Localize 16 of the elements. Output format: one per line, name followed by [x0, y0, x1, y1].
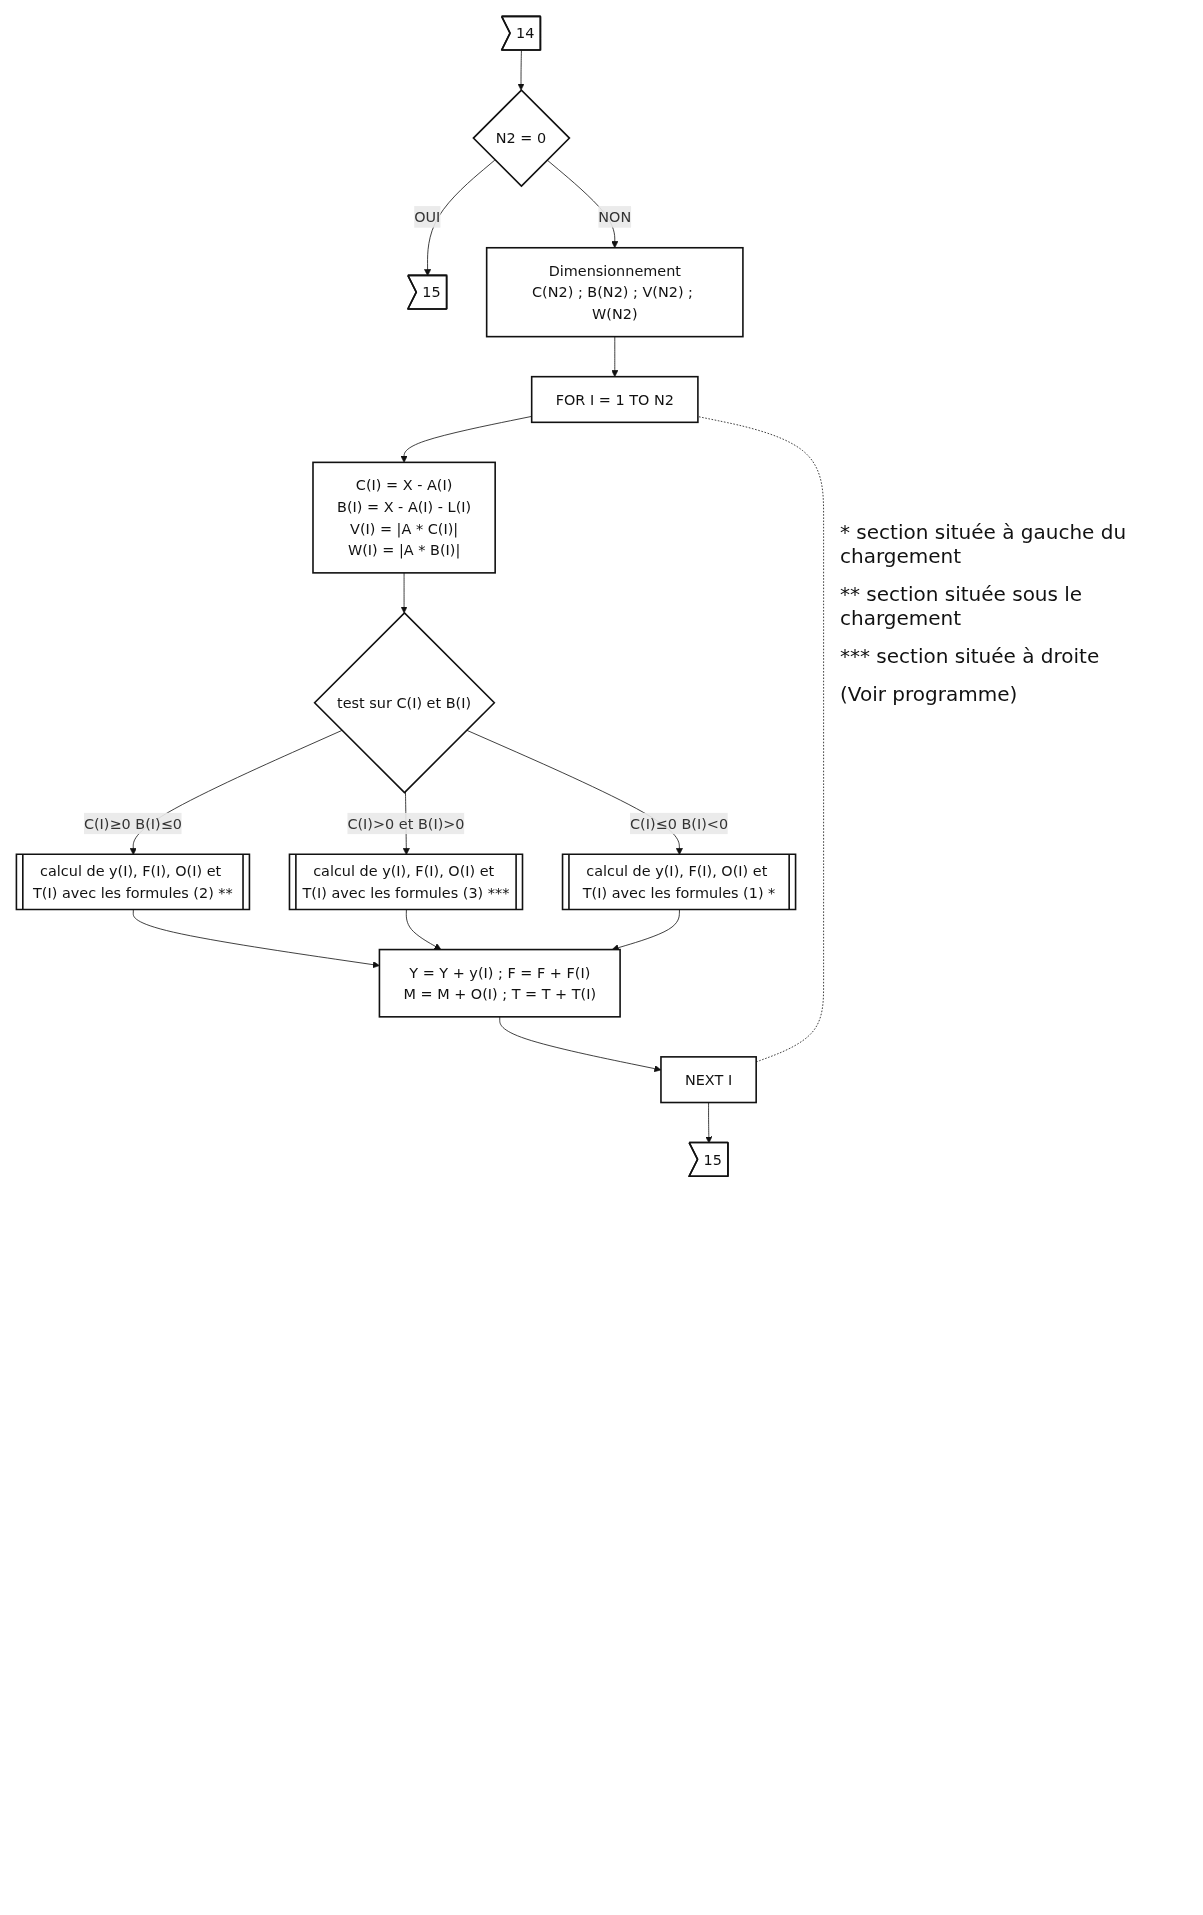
node-box: FOR I = 1 TO N2	[530, 375, 699, 424]
node-diamond: test sur C(I) et B(I)	[313, 611, 496, 794]
footnote-text: *** section située à droite	[840, 644, 1101, 668]
node-box: C(I) = X - A(I) B(I) = X - A(I) - L(I) V(I) = |A * C(I)| W(I) = |A * B(I)|	[312, 461, 496, 574]
node-box: Y = Y + y(I) ; F = F + F(I) M = M + O(I) ; T = T + T(I)	[378, 948, 621, 1018]
footnote-text: (Voir programme)	[840, 682, 1019, 706]
node-box: Dimensionnement C(N2) ; B(N2) ; V(N2) ; W(N2)	[485, 246, 744, 338]
edge-label: C(I)≥0 B(I)≤0	[83, 815, 182, 832]
node-box: NEXT I	[660, 1056, 757, 1104]
node-diamond: N2 = 0	[472, 88, 571, 188]
footnote-text: * section située à gauche du chargement	[840, 520, 1128, 568]
edge-label: C(I)≤0 B(I)<0	[630, 815, 729, 832]
edge-label: OUI	[414, 208, 441, 226]
footnote-text: ** section située sous le chargement	[840, 582, 1084, 630]
edge-label: NON	[598, 208, 632, 226]
edge-label: C(I)>0 et B(I)>0	[347, 815, 465, 832]
